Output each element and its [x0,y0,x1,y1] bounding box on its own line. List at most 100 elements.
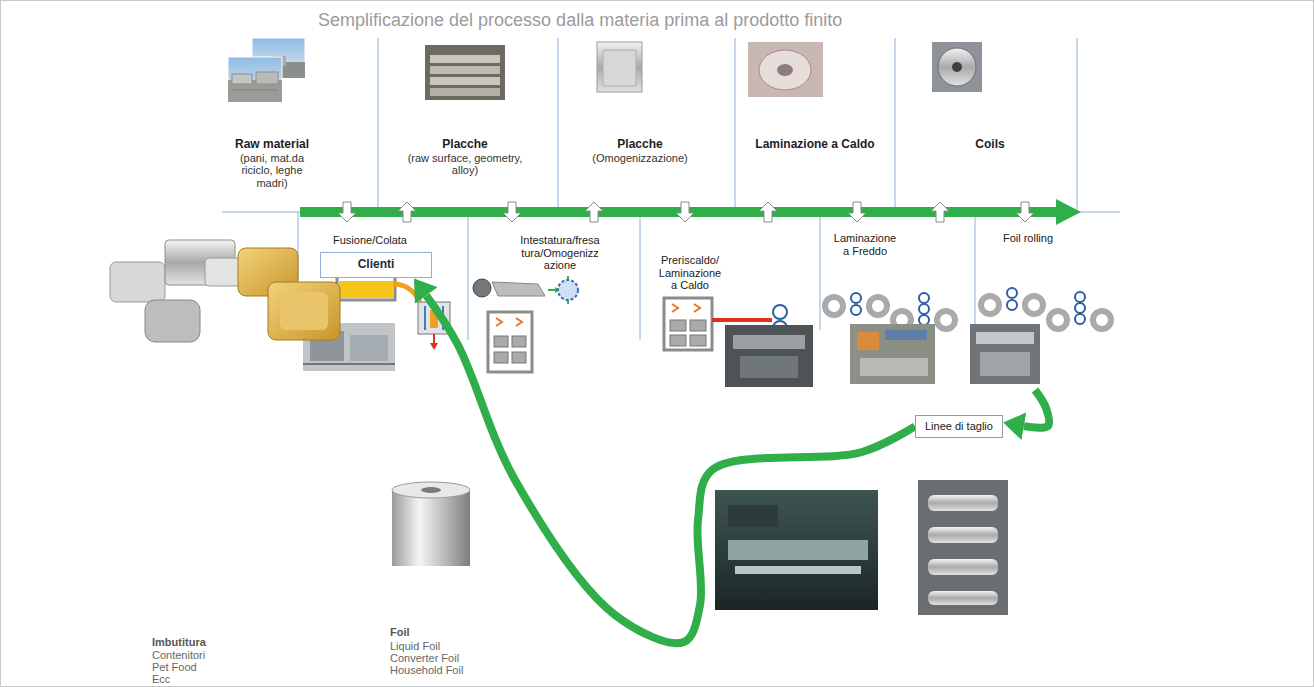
step-arrow [398,202,416,222]
step-arrow [1016,202,1034,222]
photo-hot-rolling [748,42,823,97]
foil-rolling-icon [1007,300,1017,310]
stage-heading: Placche [395,138,535,152]
process-step-label: Foil rolling [988,232,1068,245]
photo-casting [303,363,395,365]
step-arrow [585,202,603,222]
photo-slitting-rolls [918,480,1008,615]
photo-slitting-line [728,505,778,527]
stage-heading: Placche [580,138,700,152]
foil-rolling-icon [1075,314,1085,324]
milling-icon [558,280,578,300]
foil-rolling-icon [981,288,1111,329]
cold-rolling-icon [869,297,887,315]
caption-item: Converter Foil [390,652,459,665]
photo-slitting-rolls [928,591,998,605]
photo-coils [938,48,976,86]
column-divider [975,212,976,330]
photo-hot-mill [725,325,813,387]
box-label: Linee di taglio [925,420,993,433]
photo-slitting-rolls [928,527,998,543]
column-divider [820,212,821,330]
homogenising-oven-icon [512,352,526,363]
photo-slab-homogenised [597,42,642,92]
foil-rolling-icon [981,296,999,314]
column-divider [378,38,379,212]
stage-note: (pani, mat.da riciclo, leghe madri) [227,152,317,190]
stage-heading: Raw material [227,138,317,152]
milling-icon [473,276,578,304]
stage-note: (raw surface, geometry, alloy) [395,152,535,177]
hot-rolling-icon [694,304,700,312]
caption-heading: Imbutitura [152,636,206,649]
step-arrow [759,202,777,222]
hot-rolling-icon [690,335,706,346]
caption-item: Ecc [152,673,170,686]
hot-rolling-icon [773,305,787,319]
furnace-icon [393,284,420,302]
step-arrow [676,202,694,222]
photo-slabs [430,55,500,63]
photo-hot-mill [725,325,813,387]
photo-foil-roll [392,482,470,498]
cold-rolling-icon [825,297,843,315]
flow-arrow [1024,390,1049,428]
stage-band: Raw material(pani, mat.da riciclo, leghe… [227,130,378,202]
process-step-band: Fusione/Colata [298,222,468,390]
column-divider [558,38,559,212]
photo-hot-mill [733,335,805,349]
hot-rolling-icon [664,298,712,350]
step-arrow [503,202,521,222]
cold-rolling-icon [919,315,929,325]
photo-slitting-line [715,490,878,610]
photo-hot-mill [740,356,798,378]
foil-rolling-icon [1007,288,1017,298]
photo-slabs [425,45,505,100]
photo-foil-mill [970,324,1040,384]
photo-foil-mill [980,352,1030,376]
photo-slitting-line [715,490,878,610]
photo-containers [110,240,340,342]
milling-icon [492,282,545,296]
hot-rolling-icon [670,320,686,331]
homogenising-oven-icon [494,352,508,363]
diagram-title: Semplificazione del processo dalla mater… [318,10,842,31]
furnace-icon [433,334,435,344]
column-divider [735,38,736,212]
homogenising-oven-icon [488,312,532,372]
photo-slab-homogenised [597,42,642,92]
cold-rolling-icon [937,311,955,329]
caption-heading: Foil [390,626,410,639]
hot-rolling-icon [712,318,772,322]
stage-band: Coils [895,130,1077,202]
stage-heading: Laminazione a Caldo [740,138,890,152]
photo-cold-mill [885,330,927,340]
photo-hot-rolling [777,64,793,76]
homogenising-oven-icon [488,312,532,372]
homogenising-oven-icon [512,336,526,347]
milling-icon [548,289,556,291]
photo-raw-material [228,57,282,102]
box-label: Clienti [331,258,421,272]
stage-note: (Omogenizzazione) [580,152,700,165]
photo-hot-rolling [759,50,811,90]
photo-slitting-rolls [918,480,1008,615]
photo-cold-mill [857,332,879,350]
photo-casting [350,335,388,361]
furnace-icon [424,306,426,330]
foil-rolling-icon [1075,303,1085,313]
foil-rolling-icon [1075,292,1085,302]
step-arrow [931,202,949,222]
step-arrow [338,202,356,222]
caption-item: Pet Food [152,661,197,674]
process-step-label: Laminazione a Freddo [831,232,899,257]
process-flow-arrow [300,199,1081,225]
caption-item: Household Foil [390,664,463,677]
stage-band: Laminazione a Caldo [735,130,895,202]
hot-rolling-icon [670,335,686,346]
photo-containers [145,300,200,342]
